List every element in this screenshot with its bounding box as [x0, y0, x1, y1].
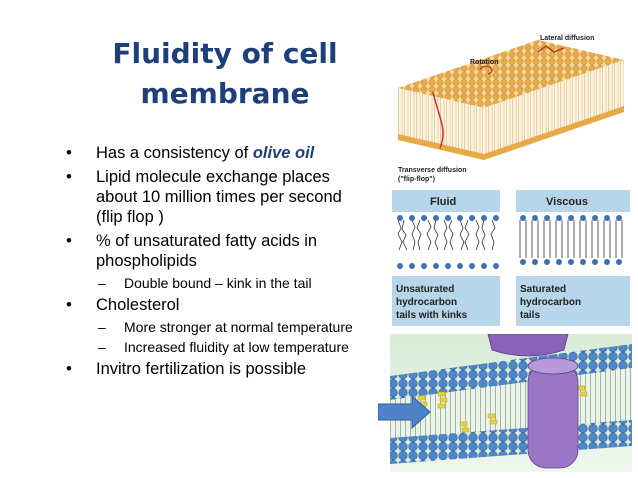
bullet-invitro: • Invitro fertilization is possible — [66, 359, 372, 379]
bullet-text: Lipid molecule exchange places about 10 … — [96, 168, 342, 226]
saturated-caption-2: hydrocarbon — [520, 297, 581, 308]
fluid-header — [392, 190, 500, 212]
protein-top — [487, 334, 569, 357]
transverse-diffusion-label: Transverse diffusion — [398, 167, 466, 174]
slide-title: Fluidity of cell membrane — [60, 34, 390, 114]
membrane-bottom-row-side — [484, 106, 624, 160]
bullet-text: % of unsaturated fatty acids in phosphol… — [96, 232, 318, 270]
membrane-block-figure: Lateral diffusion Rotation Transverse di… — [398, 35, 624, 183]
protein-channel — [527, 363, 579, 469]
membrane-side-face — [484, 60, 624, 160]
bullet-unsaturated: • % of unsaturated fatty acids in phosph… — [66, 231, 372, 271]
slide-title-line1: Fluidity of cell — [112, 37, 338, 70]
bullet-text: Cholesterol — [96, 296, 180, 314]
bullet-olive-oil: • Has a consistency of olive oil — [66, 143, 372, 163]
unsaturated-caption-2: hydrocarbon — [396, 297, 457, 308]
bullet-marker: • — [66, 232, 72, 250]
upper-leaflet-heads — [390, 344, 632, 400]
rotation-label: Rotation — [470, 59, 498, 66]
sub-bullet-stronger: – More stronger at normal temperature — [66, 319, 372, 335]
unsaturated-caption-1: Unsaturated — [396, 284, 454, 295]
dash-marker: – — [98, 319, 106, 335]
protein-channel-top — [527, 357, 579, 375]
cholesterol-bilayer-figure — [378, 334, 632, 472]
slide-title-line2: membrane — [140, 77, 310, 110]
viscous-label: Viscous — [546, 196, 588, 208]
bullet-flip-flop: • Lipid molecule exchange places about 1… — [66, 167, 372, 227]
flip-flop-arrow — [432, 91, 444, 149]
unsaturated-caption-box — [392, 276, 500, 326]
saturated-caption-box — [516, 276, 630, 326]
bullet-list: • Has a consistency of olive oil • Lipid… — [66, 143, 372, 383]
dash-marker: – — [98, 275, 106, 291]
lateral-diffusion-arrow — [537, 45, 565, 53]
bullet-marker: • — [66, 168, 72, 186]
bullet-marker: • — [66, 144, 72, 162]
dash-marker: – — [98, 339, 106, 355]
fluid-label: Fluid — [430, 196, 456, 208]
flip-flop-label: ("flip-flop") — [398, 176, 435, 183]
membrane-top-face — [398, 40, 624, 108]
fluid-lipids — [397, 219, 496, 251]
cholesterol-molecules — [417, 385, 588, 433]
bullet-cholesterol: • Cholesterol — [66, 295, 372, 315]
sub-bullet-text: Increased fluidity at low temperature — [124, 339, 349, 355]
bullet-text: Invitro fertilization is possible — [96, 360, 307, 378]
lipid-heads — [397, 215, 622, 269]
sub-bullet-kink: – Double bound – kink in the tail — [66, 275, 372, 291]
lateral-diffusion-label: Lateral diffusion — [540, 35, 594, 42]
pointer-arrow — [378, 394, 431, 430]
bullet-text: Has a consistency of — [96, 144, 253, 162]
sub-bullet-fluidity: – Increased fluidity at low temperature — [66, 339, 372, 355]
viscous-header — [516, 190, 630, 212]
bullet-marker: • — [66, 296, 72, 314]
rotation-arrow — [479, 65, 493, 75]
unsaturated-caption-3: tails with kinks — [396, 310, 468, 321]
sub-bullet-text: More stronger at normal temperature — [124, 319, 353, 335]
viscous-lipids — [519, 220, 623, 258]
saturated-caption-1: Saturated — [520, 284, 566, 295]
bullet-marker: • — [66, 360, 72, 378]
saturated-caption-3: tails — [520, 310, 540, 321]
emphasis-olive-oil: olive oil — [252, 144, 315, 162]
fluid-viscous-figure: Fluid Viscous Unsaturated hydrocarbon ta… — [392, 190, 630, 326]
sub-bullet-text: Double bound – kink in the tail — [124, 275, 312, 291]
